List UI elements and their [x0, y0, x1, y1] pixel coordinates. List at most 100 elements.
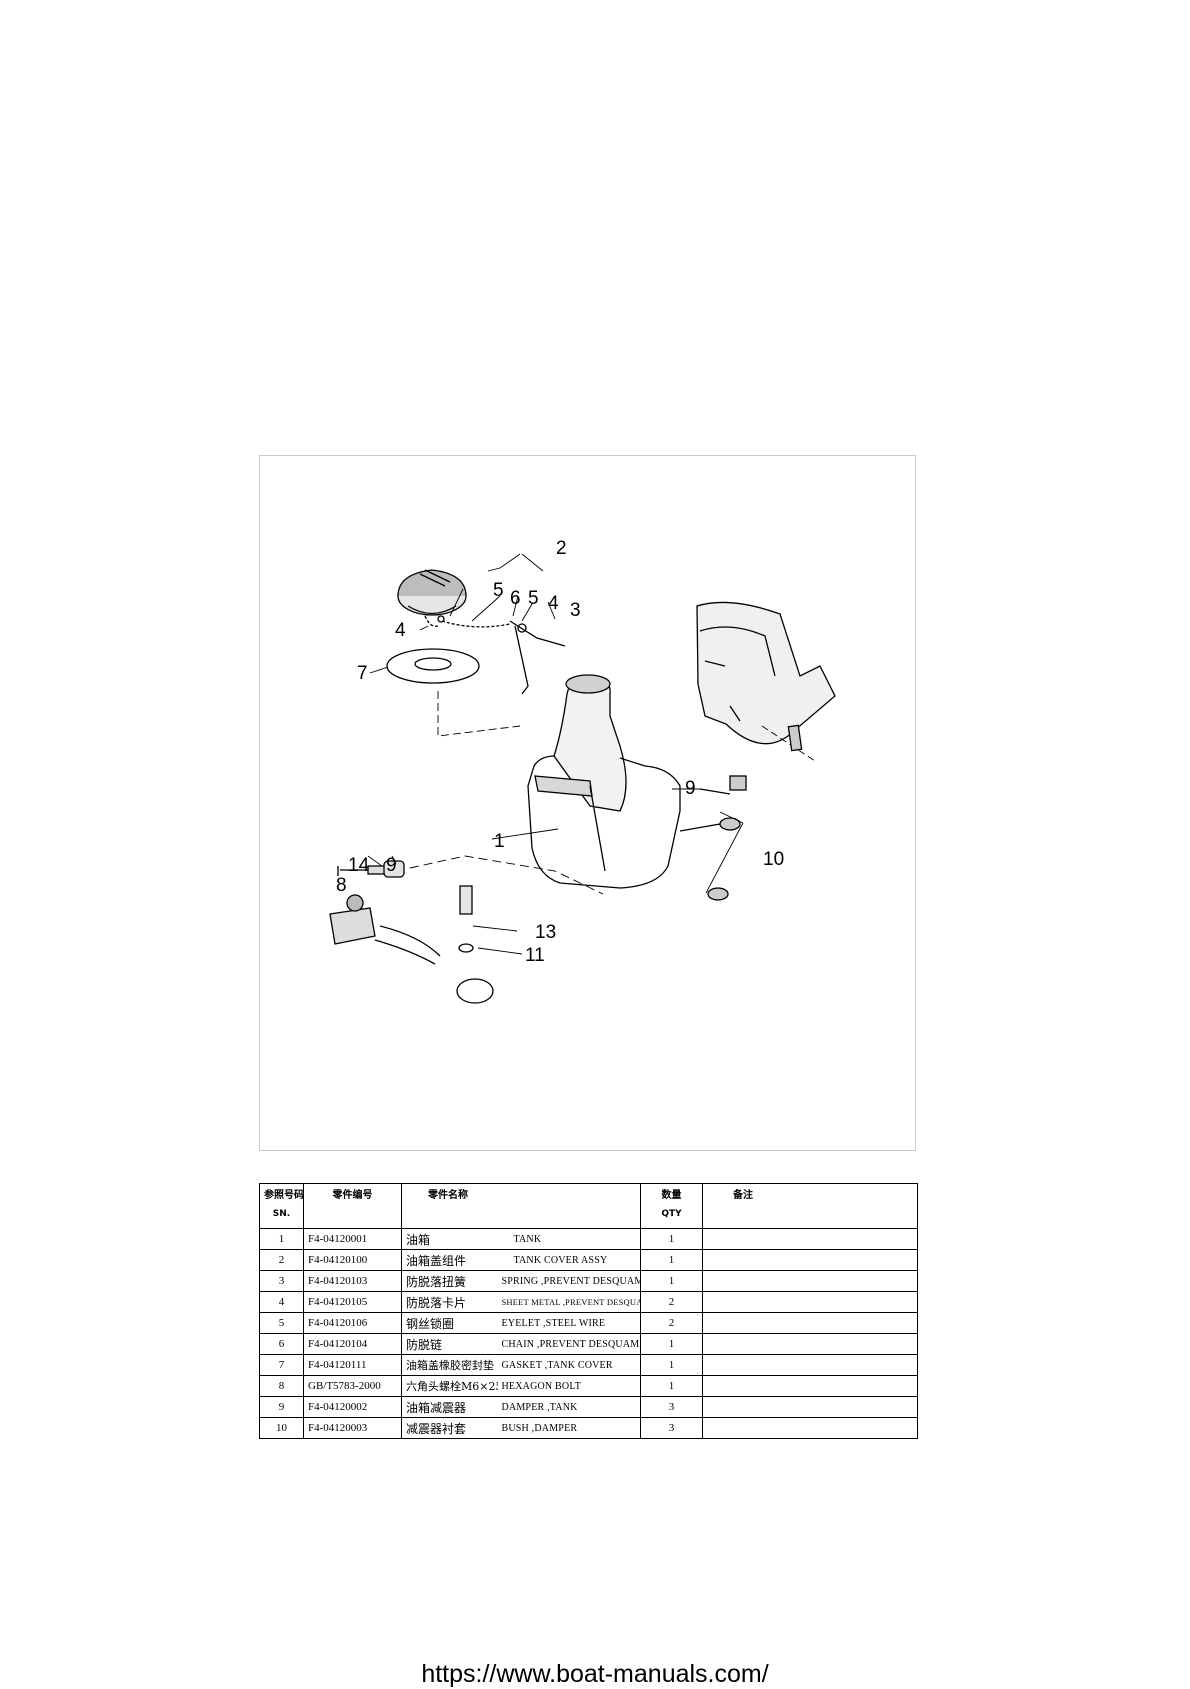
row-part-no: F4-04120001 [303, 1228, 402, 1250]
header-qty: 数量 QTY [640, 1183, 703, 1229]
row-part-no: F4-04120100 [303, 1249, 402, 1271]
row-remark [702, 1375, 918, 1397]
callout-8: 8 [336, 875, 347, 896]
row-remark [702, 1228, 918, 1250]
row-qty: 1 [640, 1375, 703, 1397]
row-name-cn: 防脱链 [401, 1333, 498, 1355]
row-name-en: BUSH ,DAMPER [497, 1417, 641, 1439]
row-qty: 1 [640, 1270, 703, 1292]
row-part-no: F4-04120002 [303, 1396, 402, 1418]
row-name-cn: 油箱盖橡胶密封垫 [401, 1354, 498, 1376]
row-remark [702, 1249, 918, 1271]
row-part-no: F4-04120105 [303, 1291, 402, 1313]
table-row: 2 F4-04120100 油箱盖组件 TANK COVER ASSY 1 [259, 1249, 918, 1271]
callout-10: 10 [763, 849, 784, 870]
header-sn-cn: 参照号码 [264, 1190, 304, 1201]
row-sn: 5 [259, 1312, 304, 1334]
row-name-en: EYELET ,STEEL WIRE [497, 1312, 641, 1334]
gasket-drawing [386, 648, 480, 684]
row-sn: 6 [259, 1333, 304, 1355]
fuel-tank-drawing: 2 5 6 5 4 3 4 7 9 1 10 14 9 8 13 11 [329, 538, 836, 1004]
header-qty-en: QTY [661, 1209, 682, 1219]
row-sn: 7 [259, 1354, 304, 1376]
exploded-parts-diagram: 2 5 6 5 4 3 4 7 9 1 10 14 9 8 13 11 [259, 455, 916, 1151]
header-part-no: 零件编号 [303, 1183, 402, 1229]
table-row: 10 F4-04120003 减震器衬套 BUSH ,DAMPER 3 [259, 1417, 918, 1439]
parts-list-table: 参照号码 SN. 零件编号 零件名称 数量 QTY 备注 1 F4-041200… [259, 1183, 918, 1439]
row-qty: 1 [640, 1354, 703, 1376]
callout-7: 7 [357, 663, 368, 684]
row-qty: 1 [640, 1228, 703, 1250]
row-qty: 2 [640, 1312, 703, 1334]
row-sn: 10 [259, 1417, 304, 1439]
row-remark [702, 1333, 918, 1355]
fuel-cock-drawing [329, 894, 494, 1004]
table-row: 9 F4-04120002 油箱减震器 DAMPER ,TANK 3 [259, 1396, 918, 1418]
table-row: 8 GB/T5783-2000 六角头螺栓M6×25 HEXAGON BOLT … [259, 1375, 918, 1397]
callout-5: 5 [528, 588, 539, 609]
row-part-no: F4-04120106 [303, 1312, 402, 1334]
row-name-cn: 六角头螺栓M6×25 [401, 1375, 498, 1397]
row-sn: 4 [259, 1291, 304, 1313]
row-part-no: F4-04120103 [303, 1270, 402, 1292]
row-sn: 9 [259, 1396, 304, 1418]
callout-14: 14 [348, 855, 370, 876]
table-row: 6 F4-04120104 防脱链 CHAIN ,PREVENT DESQUAM… [259, 1333, 918, 1355]
header-remark: 备注 [702, 1183, 918, 1229]
callout-2: 2 [556, 538, 567, 559]
table-row: 1 F4-04120001 油箱 TANK 1 [259, 1228, 918, 1250]
row-name-cn: 防脱落扭簧 [401, 1270, 498, 1292]
header-sn: 参照号码 SN. [259, 1183, 304, 1229]
callout-5: 5 [493, 580, 504, 601]
row-remark [702, 1417, 918, 1439]
row-part-no: GB/T5783-2000 [303, 1375, 402, 1397]
row-part-no: F4-04120111 [303, 1354, 402, 1376]
row-name-en: TANK [497, 1228, 641, 1250]
row-remark [702, 1396, 918, 1418]
callout-9: 9 [685, 778, 696, 799]
spring-wire-drawing [509, 620, 566, 695]
row-qty: 3 [640, 1417, 703, 1439]
row-name-cn: 油箱 [401, 1228, 498, 1250]
row-remark [702, 1291, 918, 1313]
callout-4: 4 [395, 620, 406, 641]
row-qty: 1 [640, 1249, 703, 1271]
row-name-en: CHAIN ,PREVENT DESQUAMATING [497, 1333, 641, 1355]
header-part-name: 零件名称 [401, 1183, 641, 1229]
table-header-row: 参照号码 SN. 零件编号 零件名称 数量 QTY 备注 [259, 1183, 918, 1229]
table-row: 7 F4-04120111 油箱盖橡胶密封垫 GASKET ,TANK COVE… [259, 1354, 918, 1376]
callout-4: 4 [548, 593, 559, 614]
table-row: 4 F4-04120105 防脱落卡片 SHEET METAL ,PREVENT… [259, 1291, 918, 1313]
row-qty: 1 [640, 1333, 703, 1355]
cowling-drawing [696, 601, 836, 762]
row-part-no: F4-04120104 [303, 1333, 402, 1355]
row-qty: 3 [640, 1396, 703, 1418]
row-name-en: TANK COVER ASSY [497, 1249, 641, 1271]
row-name-en: SHEET METAL ,PREVENT DESQUAMATING [497, 1291, 641, 1313]
row-remark [702, 1270, 918, 1292]
table-row: 5 F4-04120106 钢丝锁圈 EYELET ,STEEL WIRE 2 [259, 1312, 918, 1334]
tank-body-drawing [527, 674, 681, 889]
callout-6: 6 [510, 588, 521, 609]
row-name-cn: 油箱减震器 [401, 1396, 498, 1418]
callout-13: 13 [535, 922, 556, 943]
tank-cap-drawing [397, 569, 467, 616]
callout-3: 3 [570, 600, 581, 621]
row-name-cn: 油箱盖组件 [401, 1249, 498, 1271]
header-sn-en: SN. [272, 1209, 291, 1219]
row-part-no: F4-04120003 [303, 1417, 402, 1439]
row-name-en: SPRING ,PREVENT DESQUAMATING [497, 1270, 641, 1292]
callout-11: 11 [525, 945, 545, 966]
row-name-cn: 钢丝锁圈 [401, 1312, 498, 1334]
header-qty-cn: 数量 [661, 1190, 682, 1201]
callout-1: 1 [494, 831, 505, 852]
row-name-en: DAMPER ,TANK [497, 1396, 641, 1418]
footer-url[interactable]: https://www.boat-manuals.com/ [421, 1660, 769, 1688]
row-name-cn: 防脱落卡片 [401, 1291, 498, 1313]
chain-drawing [424, 615, 511, 628]
table-row: 3 F4-04120103 防脱落扭簧 SPRING ,PREVENT DESQ… [259, 1270, 918, 1292]
row-remark [702, 1354, 918, 1376]
row-sn: 1 [259, 1228, 304, 1250]
row-name-en: GASKET ,TANK COVER [497, 1354, 641, 1376]
row-name-en: HEXAGON BOLT [497, 1375, 641, 1397]
